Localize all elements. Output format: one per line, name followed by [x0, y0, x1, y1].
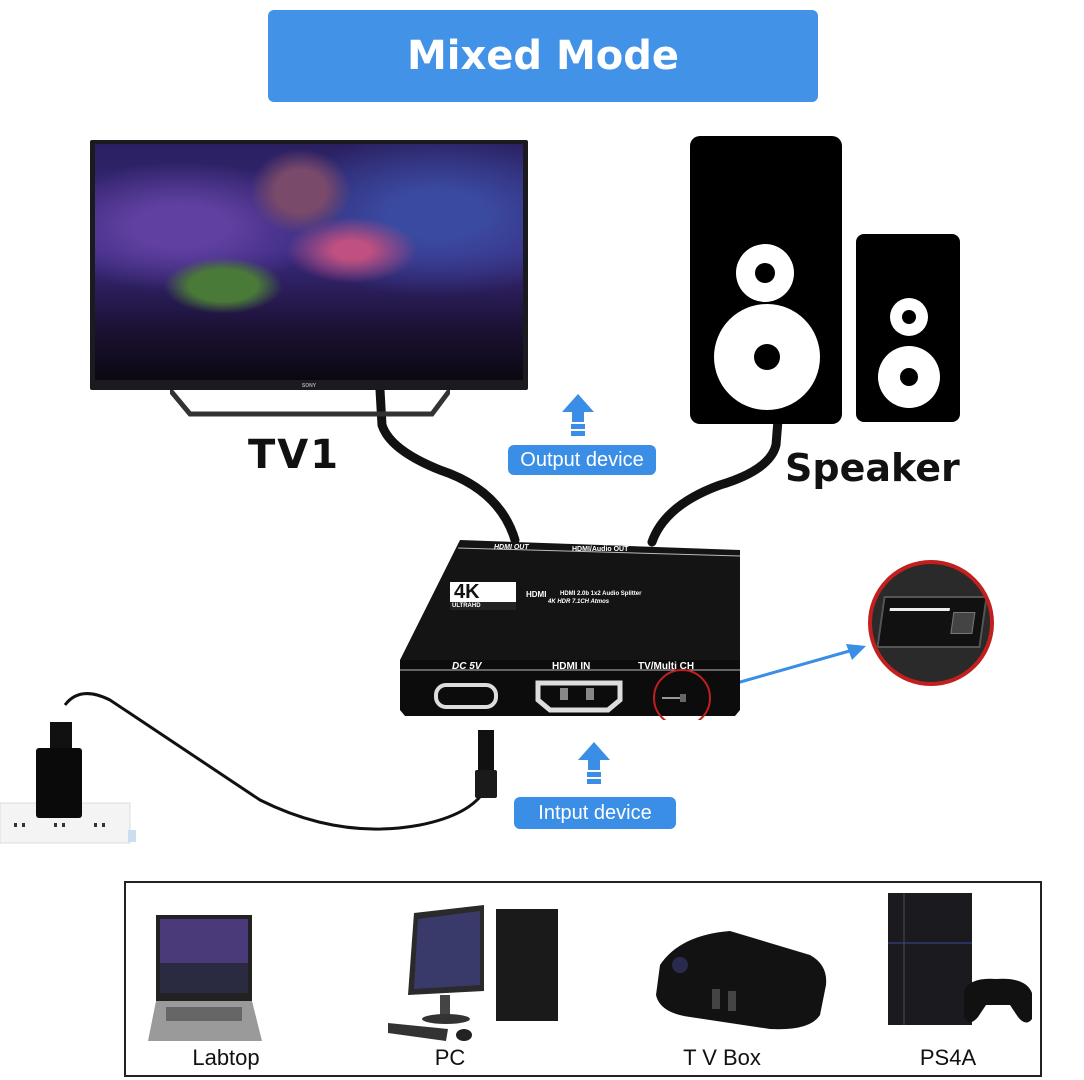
- up-arrow-icon: [562, 394, 594, 436]
- game-console-icon: [888, 893, 1032, 1025]
- hdmi-logo: HDMI: [526, 590, 547, 599]
- device-label-pc: PC: [434, 1045, 466, 1070]
- input-device-label: Intput device: [514, 797, 676, 829]
- port-label-hdmi-audio-out: HDMI/Audio OUT: [572, 546, 629, 553]
- device-label-ps4: PS4A: [919, 1045, 977, 1070]
- switch-port-closeup: [876, 596, 988, 648]
- up-arrow-icon: [578, 742, 610, 784]
- port-label-hdmi-out: HDMI OUT: [494, 544, 529, 551]
- speaker-label: Speaker: [785, 446, 960, 490]
- desktop-pc-icon: [388, 905, 558, 1041]
- speaker-large-icon: [690, 136, 842, 424]
- output-device-label: Output device: [508, 445, 656, 475]
- mode-title-banner: Mixed Mode: [268, 10, 818, 102]
- laptop-icon: [148, 915, 262, 1041]
- hdmi-splitter-device: [400, 540, 740, 720]
- tv-illustration: SONY: [90, 140, 528, 390]
- device-label-laptop: Labtop: [192, 1045, 260, 1070]
- port-label-dc5v: DC 5V: [452, 661, 482, 672]
- product-line-1: HDMI 2.0b 1x2 Audio Splitter: [560, 591, 642, 597]
- mode-title: Mixed Mode: [406, 33, 680, 79]
- usb-charger-power-strip-icon: [0, 722, 136, 844]
- tv-brand: SONY: [301, 383, 317, 389]
- port-label-hdmi-in: HDMI IN: [552, 661, 591, 672]
- port-label-tv-multi-ch: TV/Multi CH: [638, 661, 695, 672]
- supported-input-devices-panel: Labtop PC T V Box PS4A: [124, 881, 1042, 1077]
- tv-stand: [170, 390, 450, 417]
- speaker-small-icon: [856, 234, 960, 422]
- product-line-2: 4K HDR 7.1CH Atmos: [548, 599, 610, 605]
- tv-box-icon: [656, 931, 827, 1030]
- 4k-badge: 4K: [454, 581, 480, 603]
- tv-label: TV1: [248, 432, 341, 478]
- tv-screen: [95, 144, 523, 380]
- switch-zoom-callout: [868, 560, 994, 686]
- ultrahd-badge: ULTRAHD: [452, 603, 481, 609]
- device-label-tv-box: T V Box: [683, 1045, 761, 1070]
